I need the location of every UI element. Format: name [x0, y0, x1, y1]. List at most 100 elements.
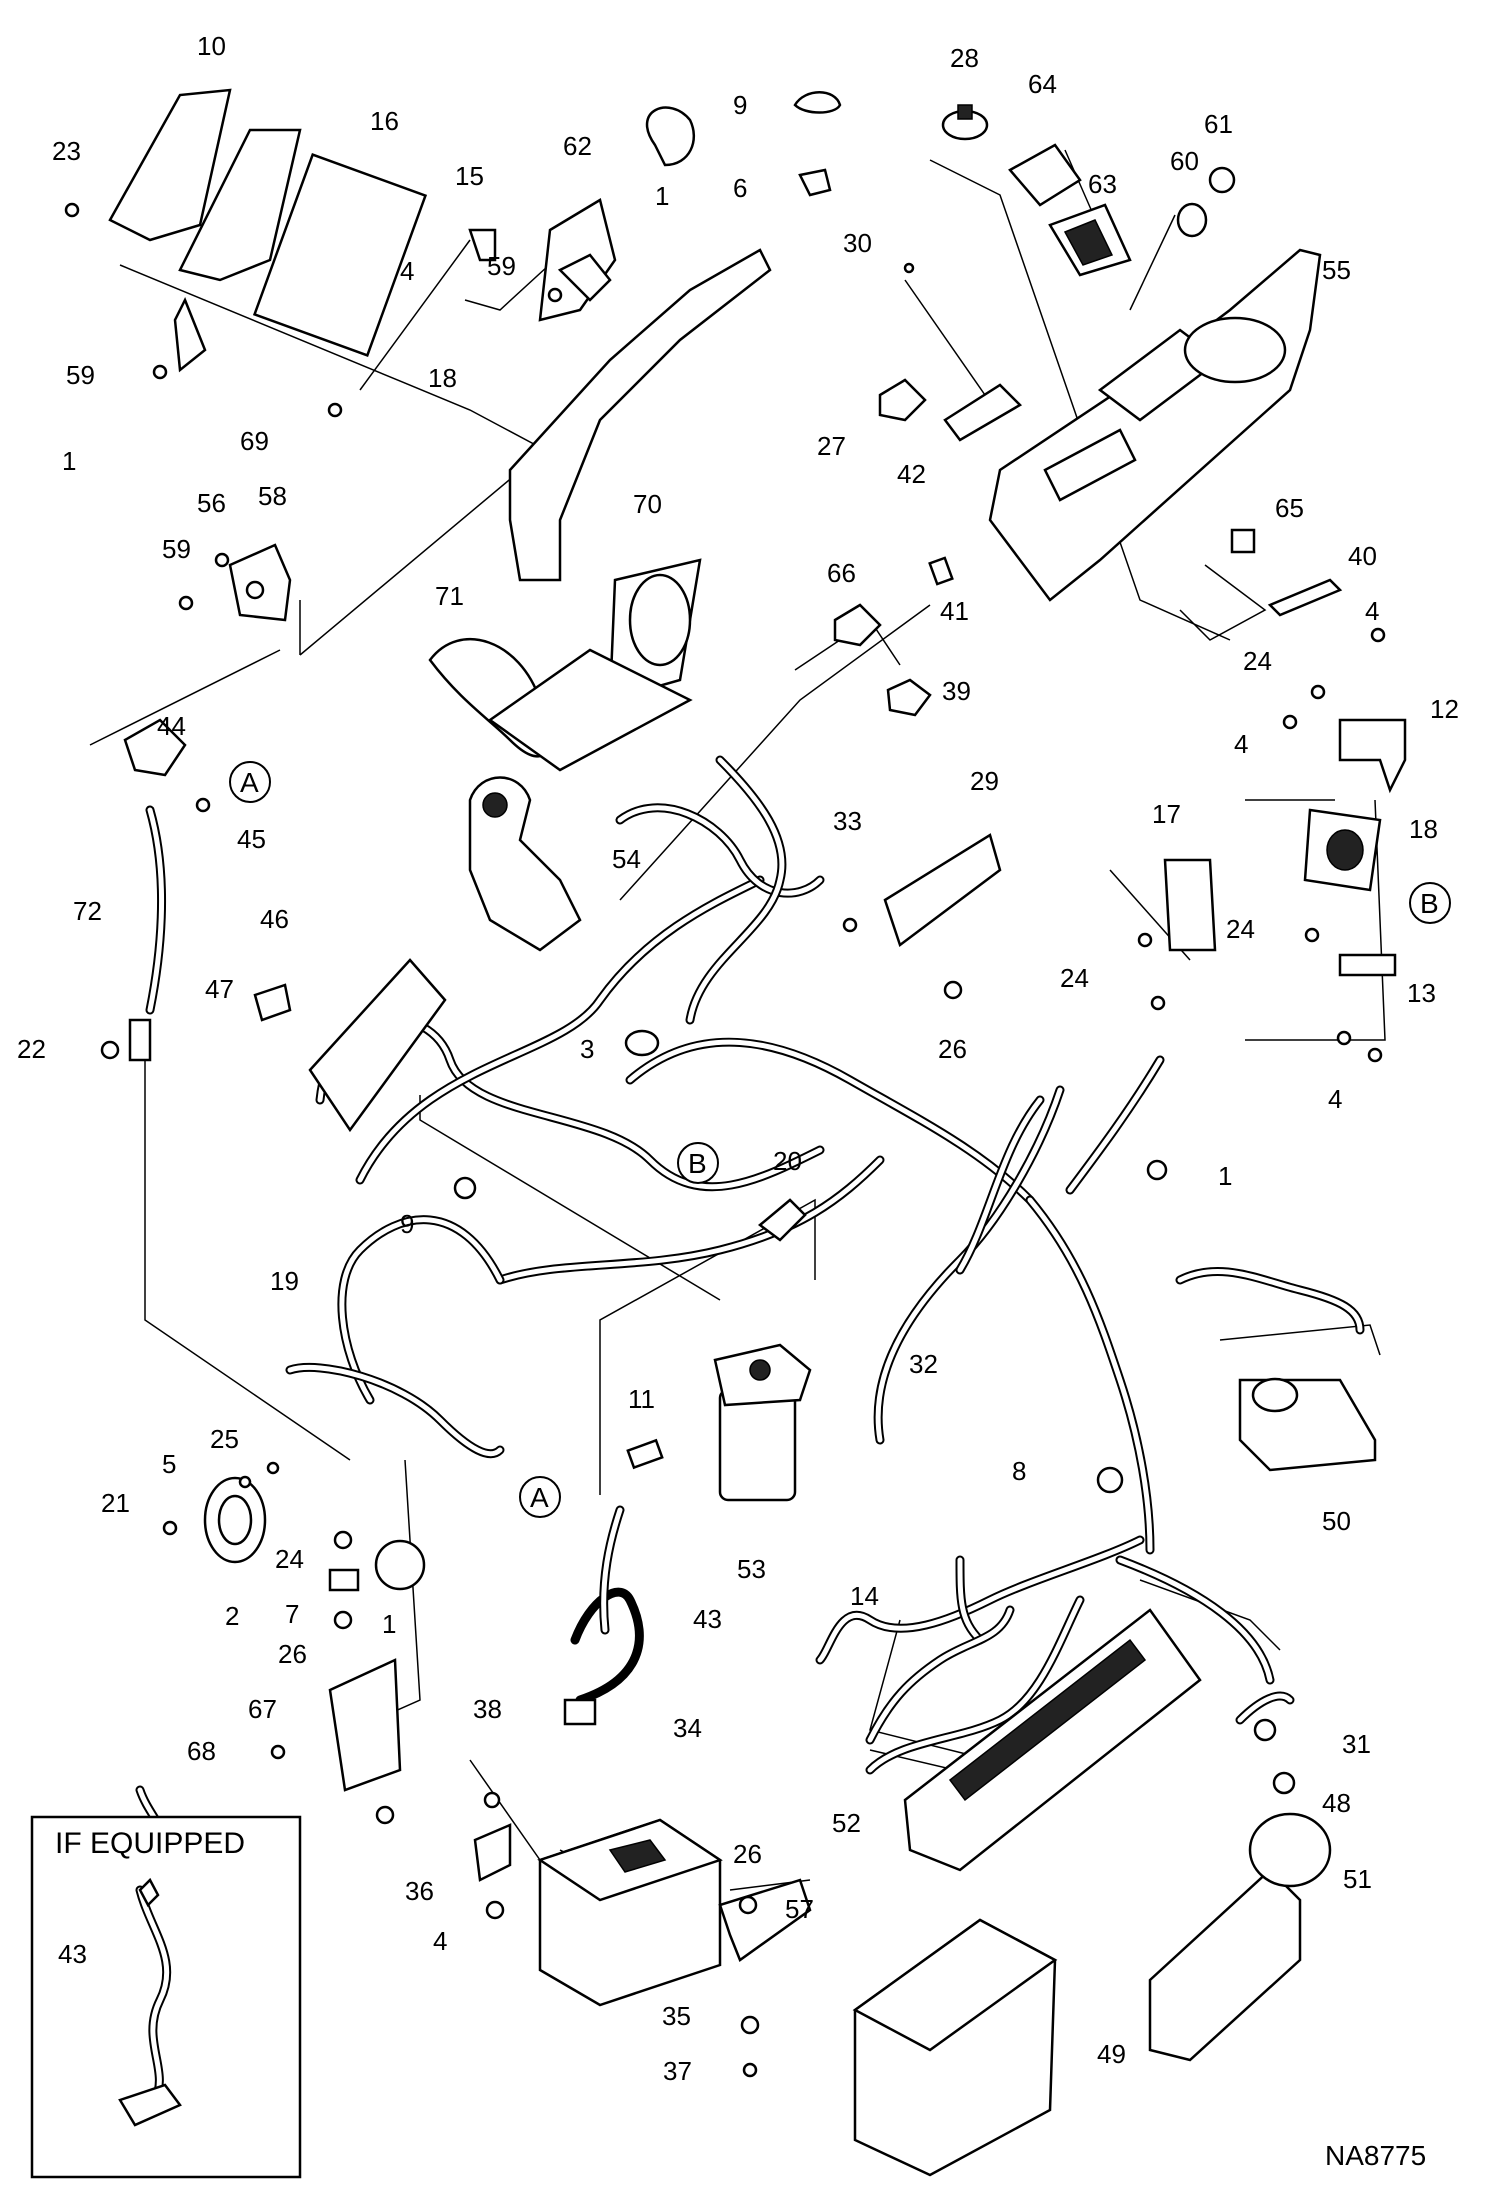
part-cover-64 — [1008, 143, 1082, 207]
callout: 8 — [1012, 1456, 1026, 1486]
callout: 27 — [817, 431, 846, 461]
callout: 9 — [733, 90, 747, 120]
callout: 59 — [162, 534, 191, 564]
part-plug-27 — [878, 378, 927, 422]
callout: 35 — [662, 2001, 691, 2031]
callout: 29 — [970, 766, 999, 796]
callout: 59 — [66, 360, 95, 390]
part-solenoid-50 — [1238, 1377, 1377, 1472]
callout: 51 — [1343, 1864, 1372, 1894]
callout: 26 — [733, 1839, 762, 1869]
callout: 39 — [942, 676, 971, 706]
circle-refs: A A B B — [229, 761, 1451, 1518]
callout: 62 — [563, 131, 592, 161]
drawing-code: NA8775 — [1325, 2140, 1426, 2171]
part-battery-49 — [852, 1918, 1058, 2177]
callout: 4 — [1328, 1084, 1342, 1114]
callout: 19 — [270, 1266, 299, 1296]
callout: 24 — [1060, 963, 1089, 993]
part-connector-3 — [624, 1029, 660, 1057]
callout: 14 — [850, 1581, 879, 1611]
callout: 47 — [205, 974, 234, 1004]
part-filter-53 — [626, 1343, 812, 1502]
callout: 4 — [1234, 729, 1248, 759]
callout: 26 — [938, 1034, 967, 1064]
part-module-67 — [328, 1658, 402, 1792]
callout: 45 — [237, 824, 266, 854]
callout: 30 — [843, 228, 872, 258]
part-relay-20 — [757, 1198, 807, 1242]
callout: 65 — [1275, 493, 1304, 523]
callout-labels: 10 23 16 15 62 1 9 6 28 64 63 61 60 55 4… — [17, 31, 1459, 2086]
callout: 60 — [1170, 146, 1199, 176]
callout: 16 — [370, 106, 399, 136]
callout: 21 — [101, 1488, 130, 1518]
inset-callout: 43 — [58, 1939, 87, 1969]
part-fasteners — [64, 202, 1386, 2078]
part-bracket-58 — [228, 543, 292, 622]
circle-ref-a: A — [530, 1482, 549, 1513]
callout: 9 — [400, 1209, 414, 1239]
callout: 63 — [1088, 169, 1117, 199]
part-battery-34 — [537, 1818, 723, 2007]
callout: 50 — [1322, 1506, 1351, 1536]
callout: 13 — [1407, 978, 1436, 1008]
callout: 54 — [612, 844, 641, 874]
callout: 71 — [435, 581, 464, 611]
inset-if-equipped — [30, 1815, 302, 2179]
callout: 49 — [1097, 2039, 1126, 2069]
part-clamp-7 — [328, 1539, 426, 1592]
callout: 70 — [633, 489, 662, 519]
part-module-46-47 — [253, 958, 447, 1133]
callout: 6 — [733, 173, 747, 203]
callout: 17 — [1152, 799, 1181, 829]
callout: 33 — [833, 806, 862, 836]
part-horn-2 — [203, 1476, 267, 1564]
callout: 66 — [827, 558, 856, 588]
callout: 24 — [1243, 646, 1272, 676]
callout: 34 — [673, 1713, 702, 1743]
callout: 72 — [73, 896, 102, 926]
callout: 44 — [157, 711, 186, 741]
part-cover-10 — [108, 88, 428, 373]
callout: 56 — [197, 488, 226, 518]
callout: 55 — [1322, 255, 1351, 285]
part-keypad-63 — [1048, 203, 1132, 277]
callout: 26 — [278, 1639, 307, 1669]
callout: 48 — [1322, 1788, 1351, 1818]
callout: 1 — [62, 446, 76, 476]
part-valve-52 — [903, 1608, 1202, 1872]
callout: 61 — [1204, 109, 1233, 139]
callout: 4 — [400, 256, 414, 286]
callout: 11 — [628, 1384, 655, 1414]
callout: 46 — [260, 904, 289, 934]
part-bracket-12-17-18 — [1163, 718, 1407, 977]
callout: 42 — [897, 459, 926, 489]
callout: 52 — [832, 1808, 861, 1838]
callout: 36 — [405, 1876, 434, 1906]
callout: 43 — [693, 1604, 722, 1634]
callout: 1 — [655, 181, 669, 211]
circle-ref-b: B — [688, 1148, 707, 1179]
part-controller-29 — [883, 833, 1002, 948]
callout: 25 — [210, 1424, 239, 1454]
callout: 37 — [663, 2056, 692, 2086]
callout: 59 — [487, 251, 516, 281]
callout: 32 — [909, 1349, 938, 1379]
callout: 10 — [197, 31, 226, 61]
callout: 64 — [1028, 69, 1057, 99]
callout: 57 — [785, 1894, 814, 1924]
callout: 31 — [1342, 1729, 1371, 1759]
circle-ref-b: B — [1420, 888, 1439, 919]
part-bracket-15 — [359, 228, 497, 391]
part-cable-72 — [128, 1018, 152, 1062]
callout: 5 — [162, 1449, 176, 1479]
callout: 18 — [1409, 814, 1438, 844]
callout: 1 — [1218, 1161, 1232, 1191]
callout: 4 — [433, 1926, 447, 1956]
callout: 41 — [940, 596, 969, 626]
callout: 20 — [773, 1146, 802, 1176]
circle-ref-a: A — [240, 767, 259, 798]
